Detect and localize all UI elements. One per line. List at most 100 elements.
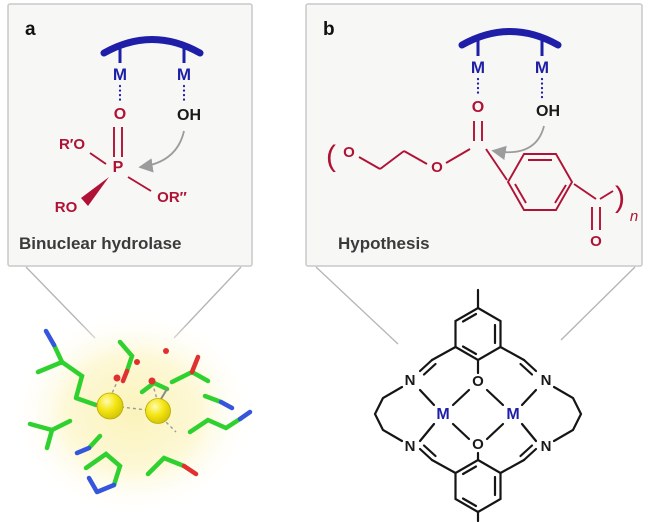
imine-bottom-left [418, 444, 457, 475]
macrocycle-metal-right-label: M [506, 406, 519, 423]
m2o2-diamond-bonds [451, 388, 505, 441]
macrocycle-metal-left-label: M [436, 406, 449, 423]
ntr-m [520, 388, 538, 407]
hydroxide-label-b: OH [536, 103, 560, 120]
imine-top-left [418, 345, 457, 376]
coordination-dashes [109, 381, 177, 433]
water-oxygen-dot [134, 359, 140, 365]
macrocyclic-complex: N N N N O O M M [373, 288, 583, 522]
polyester-substrate: O O O ( O ) n [326, 99, 638, 250]
chain-oxygen-label: O [343, 144, 355, 161]
callout-line-right [560, 266, 636, 341]
chain-bond-3 [358, 156, 381, 170]
ring-bottom-double-2 [461, 465, 478, 476]
cn-bond [418, 447, 434, 462]
substituent-rprime-o: R′O [59, 136, 85, 153]
attack-arrow-a [138, 130, 185, 173]
bond [430, 345, 457, 362]
ester-oxygen-label: O [431, 159, 443, 176]
cn-double [519, 362, 534, 376]
ring-double-bond-3 [514, 183, 527, 204]
phenol-ring-top [454, 306, 502, 362]
repeat-paren-close: ) [615, 181, 625, 214]
p-orprime-bond [89, 152, 107, 165]
obot-mleft [451, 422, 471, 441]
nbl-m [418, 422, 436, 443]
imine-top-right [499, 345, 538, 376]
ring-double-bond-2 [554, 184, 567, 204]
c-esterO-bond [445, 148, 471, 164]
panel-b: b M M O O O ( [305, 3, 643, 267]
nitrogen-metal-bonds [418, 388, 538, 443]
oxygen-sticks [120, 354, 201, 477]
bracket-arc [100, 36, 204, 57]
water-oxygen-dot [163, 348, 169, 354]
hydroxide-label-a: OH [177, 107, 201, 124]
chain-bond-2 [379, 150, 405, 170]
otop-mright [485, 388, 505, 407]
p-ro-wedge-bond [81, 177, 109, 206]
phenol-ring-bottom [454, 458, 502, 514]
panel-a: a M M O P R′O RO OR″ OH Binuclear hydrol… [7, 3, 253, 267]
metal-bracket-a: M M [100, 36, 204, 106]
cn-double [422, 362, 437, 376]
ring-bottom-double-3 [461, 497, 478, 508]
water-oxygen-dot [148, 377, 156, 385]
bond [499, 458, 526, 475]
nitrogen-top-right-label: N [541, 372, 552, 389]
metal-left-label: M [113, 65, 127, 84]
callout-lines-b [315, 266, 636, 345]
benzene-ring [506, 153, 574, 211]
ring-top-double-2 [461, 345, 478, 356]
panel-a-box [7, 3, 253, 267]
metal-sphere-left [96, 392, 124, 420]
imine-bottom-right [499, 444, 538, 475]
metal-bracket-b: M M [458, 28, 562, 101]
substituent-ro: RO [55, 199, 78, 216]
cn-bond [522, 358, 538, 373]
cn-double [519, 444, 534, 458]
repeat-paren-open: ( [326, 140, 336, 173]
panel-a-label: a [25, 19, 36, 40]
nitrogen-top-left-label: N [405, 372, 416, 389]
water-oxygen-dot [113, 374, 121, 382]
enzyme-active-site-image [11, 310, 255, 516]
nitrogen-bottom-right-label: N [541, 438, 552, 455]
aryl-c2-bond [573, 183, 597, 200]
nitrogen-sticks [43, 328, 253, 495]
attack-arrow-b [491, 125, 545, 161]
propylene-bridge-right [552, 385, 583, 443]
cn-double [422, 444, 437, 458]
metal-sphere-right [145, 398, 171, 424]
p-orpp-bond [127, 176, 152, 192]
bond [499, 345, 526, 362]
oxo-oxygen-label: O [114, 106, 126, 123]
substituent-orpp: OR″ [157, 189, 187, 206]
metal-right-label: M [535, 58, 549, 77]
glow-background [11, 310, 255, 516]
bracket-arc [458, 28, 562, 49]
panel-b-label: b [323, 19, 335, 40]
ring-top-double-3 [461, 312, 478, 323]
propylene-bridge-left [373, 385, 404, 443]
c-aryl-bond [485, 148, 508, 181]
cn-bond [522, 447, 538, 462]
phosphate-substrate: O P R′O RO OR″ [55, 106, 187, 216]
repeat-index-n: n [630, 208, 638, 225]
bridging-oxygen-bottom-label: O [472, 436, 484, 453]
nitrogen-bottom-left-label: N [405, 438, 416, 455]
bond [430, 458, 457, 475]
ntl-m [418, 388, 436, 407]
phosphorus-label: P [113, 159, 124, 176]
c2-stub-bond [599, 190, 614, 200]
callout-line-left [315, 266, 399, 345]
metal-left-label: M [471, 58, 485, 77]
carbonyl-oxygen-bottom-label: O [590, 233, 602, 250]
otop-mleft [451, 388, 471, 407]
chain-bond-1 [403, 150, 428, 165]
metal-right-label: M [177, 65, 191, 84]
nbr-m [520, 422, 538, 443]
carbonyl-oxygen-label: O [472, 99, 484, 116]
